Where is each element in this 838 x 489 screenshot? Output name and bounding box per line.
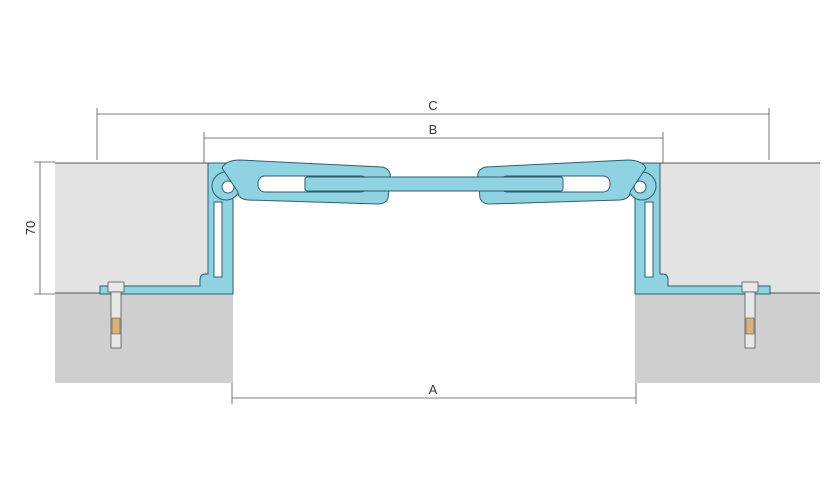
dimension-height-label: 70	[23, 221, 38, 235]
right-profile-hinge-core	[633, 180, 647, 194]
left-concrete-slab	[55, 293, 233, 383]
right-concrete-slab	[635, 293, 820, 383]
left-anchor-head	[107, 281, 125, 293]
right-profile-slot	[644, 201, 654, 278]
right-screed-layer	[660, 163, 820, 293]
connecting-bar	[304, 176, 564, 192]
dimension-height: 70	[23, 161, 55, 295]
dimension-a-label: A	[429, 382, 438, 397]
right-anchor	[741, 281, 759, 349]
right-anchor-sleeve	[745, 317, 755, 335]
left-screed-layer	[55, 163, 208, 293]
left-profile-hinge-core	[221, 180, 235, 194]
left-floor-block	[55, 162, 233, 383]
left-anchor-sleeve	[111, 317, 121, 335]
dimension-b: B	[203, 122, 664, 163]
right-anchor-head	[741, 281, 759, 293]
right-floor-block	[635, 162, 820, 383]
left-anchor	[107, 281, 125, 349]
left-profile-slot	[213, 201, 223, 278]
dimension-c-label: C	[428, 98, 437, 113]
dimension-a: A	[231, 382, 637, 404]
dimension-c: C	[96, 98, 770, 160]
dimension-b-label: B	[429, 122, 438, 137]
joint-gap	[233, 290, 635, 385]
